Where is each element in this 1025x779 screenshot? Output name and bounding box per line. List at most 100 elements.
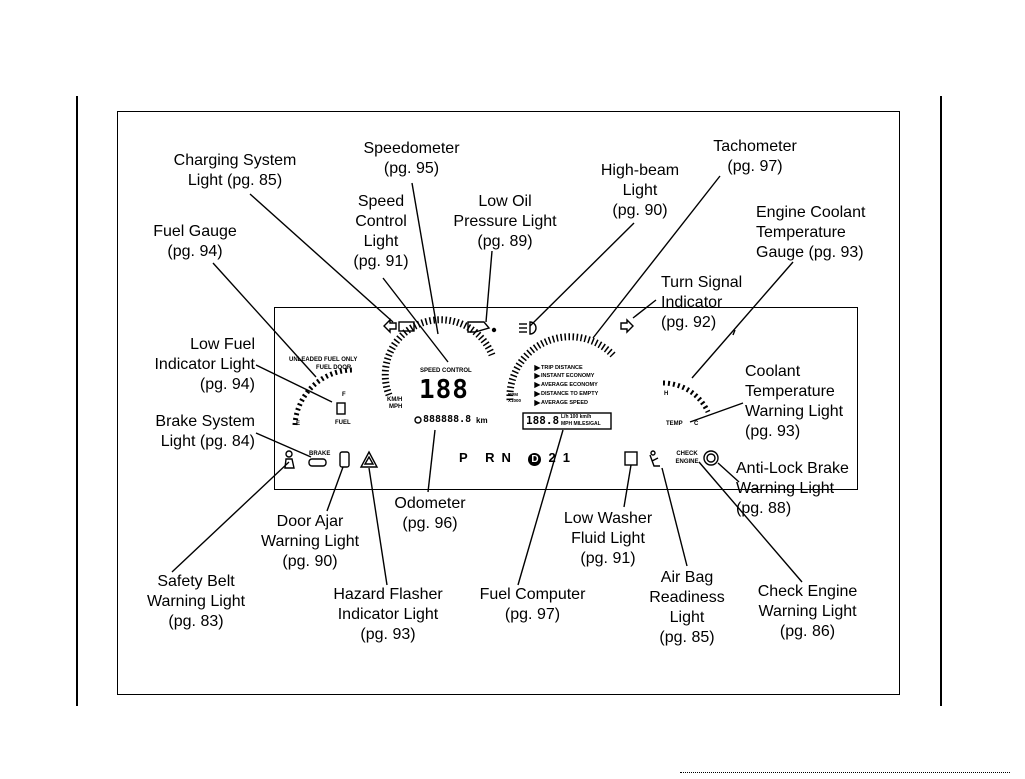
leader-speedometer	[411, 182, 439, 335]
callout-line: (pg. 97)	[727, 158, 783, 175]
callout-line: Brake System	[155, 413, 255, 430]
callout-air-bag: Air Bag Readiness Light (pg. 85)	[632, 568, 742, 648]
battery-icon	[398, 321, 415, 332]
leader-fuel-gauge	[212, 262, 317, 378]
check-engine-label: CHECK ENGINE	[675, 451, 699, 465]
safety-belt-icon	[285, 450, 293, 458]
brake-icon	[308, 458, 327, 467]
callout-tachometer: Tachometer (pg. 97)	[700, 137, 810, 177]
callout-line: Light	[669, 609, 705, 626]
callout-line: Low Washer	[563, 510, 653, 527]
leader-fuel-computer	[517, 429, 564, 586]
callout-line: Warning Light	[736, 480, 835, 497]
callout-line: Light (pg. 84)	[160, 433, 255, 450]
fuel-note: UNLEADED FUEL ONLY	[289, 357, 358, 363]
callout-high-beam: High-beam Light (pg. 90)	[585, 161, 695, 221]
leader-check-engine	[698, 461, 803, 583]
temp-h-label: H	[664, 391, 669, 397]
callout-coolant-warning: Coolant Temperature Warning Light (pg. 9…	[745, 362, 875, 442]
callout-line: Low Fuel	[190, 336, 255, 353]
leader-odometer	[427, 429, 436, 493]
callout-odometer: Odometer (pg. 96)	[380, 494, 480, 534]
callout-line: Warning Light	[146, 593, 246, 610]
fuel-computer-digits: 188.8	[526, 414, 560, 427]
callout-line: Temperature	[756, 224, 846, 241]
callout-line: Pressure Light	[453, 213, 557, 230]
callout-line: (pg. 83)	[168, 613, 224, 630]
fuel-computer-display	[522, 412, 612, 430]
callout-line: (pg. 94)	[199, 376, 255, 393]
gear-21: 21	[548, 450, 577, 465]
callout-line: (pg. 88)	[736, 500, 792, 517]
fuel-units-top: L/h 100 km/h	[561, 414, 592, 420]
callout-line: (pg. 91)	[580, 550, 636, 567]
odometer-digits: 888888.8	[423, 414, 472, 425]
callout-check-engine: Check Engine Warning Light (pg. 86)	[740, 582, 875, 642]
gear-d-selected: D	[528, 453, 542, 466]
callout-line: Indicator Light	[154, 356, 255, 373]
callout-line: Charging System	[173, 152, 297, 169]
callout-line: Coolant	[745, 363, 801, 380]
callout-line: (pg. 93)	[745, 423, 801, 440]
abs-icon	[703, 450, 719, 466]
callout-line: (pg. 93)	[360, 626, 416, 643]
callout-line: Safety Belt	[157, 573, 235, 590]
speed-control-label: SPEED CONTROL	[420, 368, 472, 374]
callout-line: (pg. 90)	[282, 553, 338, 570]
callout-line: Fluid Light	[571, 530, 645, 547]
callout-line: Speedometer	[363, 140, 460, 157]
mph-label: MPH	[389, 404, 403, 410]
callout-low-oil: Low Oil Pressure Light (pg. 89)	[440, 192, 570, 252]
leader-high-beam	[529, 222, 635, 327]
speedometer-arc	[381, 316, 496, 397]
leader-coolant-warning	[689, 402, 744, 423]
callout-turn-signal: Turn Signal Indicator (pg. 92)	[661, 273, 771, 333]
callout-brake-system: Brake System Light (pg. 84)	[120, 412, 255, 452]
callout-line: Anti-Lock Brake	[736, 460, 849, 477]
callout-line: (pg. 85)	[659, 629, 715, 646]
callout-line: (pg. 94)	[167, 243, 223, 260]
callout-fuel-gauge: Fuel Gauge (pg. 94)	[140, 222, 250, 262]
callout-speedometer: Speedometer (pg. 95)	[349, 139, 474, 179]
leader-low-washer	[623, 464, 632, 508]
callout-line: Indicator	[661, 294, 723, 311]
callout-line: Warning Light	[758, 603, 857, 620]
tach-unit: RPM X1000	[508, 392, 522, 403]
gear-rn: RN	[485, 450, 518, 465]
callout-low-fuel: Low Fuel Indicator Light (pg. 94)	[125, 335, 255, 395]
callout-low-washer: Low Washer Fluid Light (pg. 91)	[548, 509, 668, 569]
callout-door-ajar: Door Ajar Warning Light (pg. 90)	[245, 512, 375, 572]
callout-line: (pg. 90)	[612, 202, 668, 219]
trip-message-4: DISTANCE TO EMPTY	[541, 391, 599, 397]
callout-line: Speed	[357, 193, 405, 210]
callout-charging-system: Charging System Light (pg. 85)	[160, 151, 310, 191]
leader-anti-lock	[717, 462, 740, 483]
callout-line: (pg. 97)	[504, 606, 561, 623]
callout-line: Fuel Gauge	[153, 223, 237, 240]
callout-line: (pg. 96)	[402, 515, 458, 532]
callout-line: Turn Signal	[661, 274, 743, 291]
trip-message-1: TRIP DISTANCE	[541, 365, 583, 371]
door-ajar-icon	[339, 451, 350, 468]
callout-line: Engine Coolant	[756, 204, 866, 221]
gear-p: P	[459, 450, 475, 465]
fuel-e-label: E	[296, 421, 301, 427]
callout-hazard: Hazard Flasher Indicator Light (pg. 93)	[318, 585, 458, 645]
leader-coolant-gauge	[691, 261, 794, 379]
leader-turn-signal	[632, 299, 657, 319]
callout-safety-belt: Safety Belt Warning Light (pg. 83)	[131, 572, 261, 632]
callout-line: Gauge (pg. 93)	[756, 244, 864, 261]
callout-line: Indicator Light	[337, 606, 439, 623]
right-margin-line	[940, 96, 942, 706]
callout-engine-coolant-gauge: Engine Coolant Temperature Gauge (pg. 93…	[756, 203, 886, 263]
callout-line: Warning Light	[260, 533, 360, 550]
callout-line: (pg. 95)	[383, 160, 440, 177]
odometer-unit: km	[476, 416, 488, 425]
leader-safety-belt	[171, 461, 290, 573]
callout-line: High-beam	[600, 162, 680, 179]
fuel-units-bottom: MPH MILES/GAL	[561, 421, 601, 427]
leader-hazard	[368, 467, 388, 586]
callout-fuel-computer: Fuel Computer (pg. 97)	[465, 585, 600, 625]
callout-line: Control	[355, 213, 407, 230]
